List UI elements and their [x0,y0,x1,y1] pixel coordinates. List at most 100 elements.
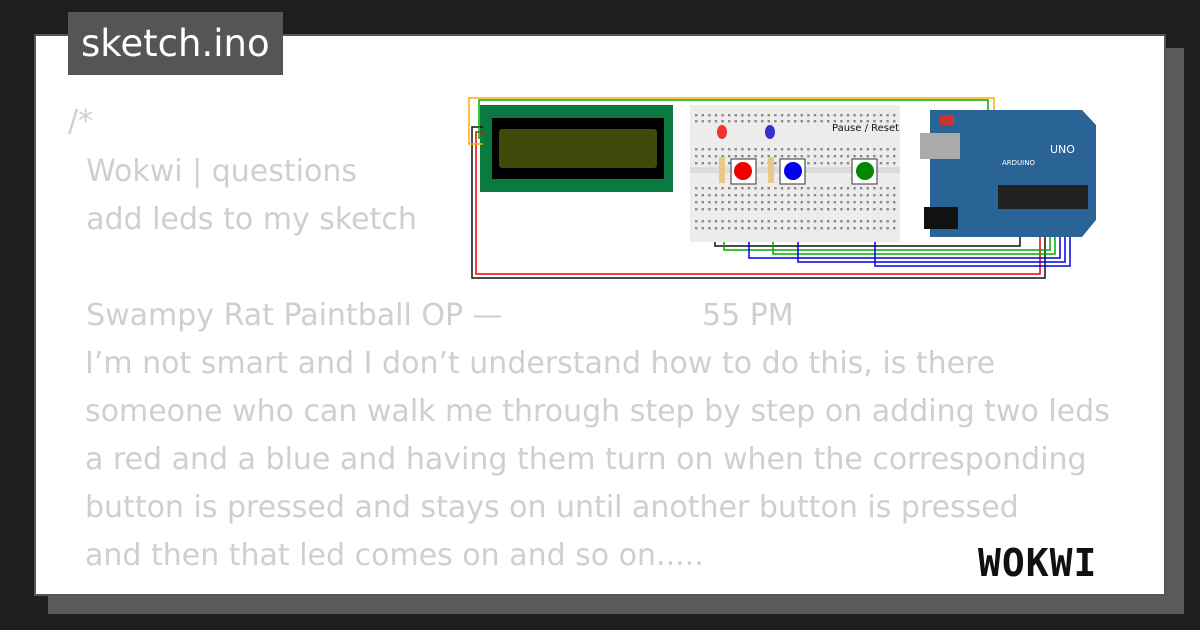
breadboard-hole [714,148,718,151]
breadboard-hole [860,187,863,190]
breadboard-hole [853,208,856,211]
breadboard-hole [853,227,856,230]
breadboard-hole [747,227,751,230]
breadboard-hole [893,155,896,158]
breadboard-hole [787,194,790,197]
breadboard-hole [701,162,704,165]
breadboard-hole [879,227,883,230]
breadboard-hole [794,194,797,197]
breadboard-hole [879,148,883,151]
breadboard-hole [761,187,764,190]
breadboard-hole [701,155,704,158]
breadboard-hole [833,162,836,165]
breadboard-hole [767,201,770,204]
breadboard-hole [747,114,751,117]
breadboard-hole [695,220,698,223]
breadboard-hole [853,114,856,117]
breadboard-hole [714,162,718,165]
breadboard-hole [886,201,889,204]
breadboard-hole [827,208,830,211]
breadboard-hole [714,220,718,223]
breadboard-hole [807,201,810,204]
code-time: 55 PM [702,298,794,333]
wokwi-logo: WOKWI [978,542,1096,585]
breadboard-hole [846,155,850,158]
breadboard-hole [873,194,876,197]
breadboard-hole [800,155,803,158]
breadboard-hole [754,114,757,117]
breadboard-hole [840,227,843,230]
breadboard-hole [695,201,698,204]
breadboard-hole [761,120,764,123]
breadboard-hole [860,148,863,151]
breadboard-hole [734,220,737,223]
breadboard-hole [741,220,744,223]
breadboard-hole [800,114,803,117]
breadboard-hole [840,194,843,197]
breadboard-hole [846,187,850,190]
breadboard-hole [886,227,889,230]
breadboard-hole [780,194,784,197]
breadboard-hole [754,201,757,204]
blue-led [765,125,775,139]
breadboard-hole [879,114,883,117]
breadboard-hole [695,194,698,197]
breadboard-hole [780,120,784,123]
breadboard-hole [840,162,843,165]
breadboard-hole [734,148,737,151]
code-line: Wokwi | questions [67,154,357,189]
breadboard-hole [747,120,751,123]
breadboard-hole [774,187,777,190]
breadboard-hole [813,148,817,151]
breadboard-hole [774,155,777,158]
breadboard-hole [813,114,817,117]
breadboard-hole [833,220,836,223]
breadboard-hole [827,187,830,190]
breadboard-hole [807,194,810,197]
breadboard-hole [787,227,790,230]
breadboard-hole [866,120,869,123]
breadboard-hole [886,194,889,197]
breadboard-hole [833,201,836,204]
breadboard-hole [827,220,830,223]
breadboard-hole [780,220,784,223]
breadboard-hole [774,194,777,197]
breadboard-hole [767,227,770,230]
breadboard-hole [714,114,718,117]
breadboard-hole [800,227,803,230]
breadboard-hole [873,148,876,151]
board-label: UNO [1050,143,1075,156]
breadboard-hole [761,148,764,151]
breadboard-hole [787,201,790,204]
breadboard-hole [708,227,711,230]
breadboard-hole [840,187,843,190]
breadboard-hole [747,187,751,190]
breadboard-hole [807,220,810,223]
breadboard-hole [807,148,810,151]
breadboard-hole [794,187,797,190]
breadboard-hole [820,208,823,211]
code-line: /* [68,104,94,139]
breadboard-hole [767,120,770,123]
breadboard-hole [721,114,724,117]
breadboard-hole [893,220,896,223]
breadboard-hole [734,208,737,211]
breadboard-hole [787,155,790,158]
breadboard-hole [761,201,764,204]
breadboard-hole [721,220,724,223]
breadboard-hole [813,120,817,123]
breadboard-hole [886,220,889,223]
breadboard-hole [879,208,883,211]
breadboard-hole [794,155,797,158]
breadboard-hole [886,187,889,190]
breadboard-hole [787,114,790,117]
breadboard-hole [774,162,777,165]
breadboard-hole [873,227,876,230]
breadboard-hole [807,155,810,158]
breadboard-hole [774,120,777,123]
code-line: button is pressed and stays on until ano… [85,490,1019,525]
breadboard-hole [767,155,770,158]
code-line: add leds to my sketch [67,202,417,237]
breadboard-hole [846,208,850,211]
breadboard-hole [800,187,803,190]
